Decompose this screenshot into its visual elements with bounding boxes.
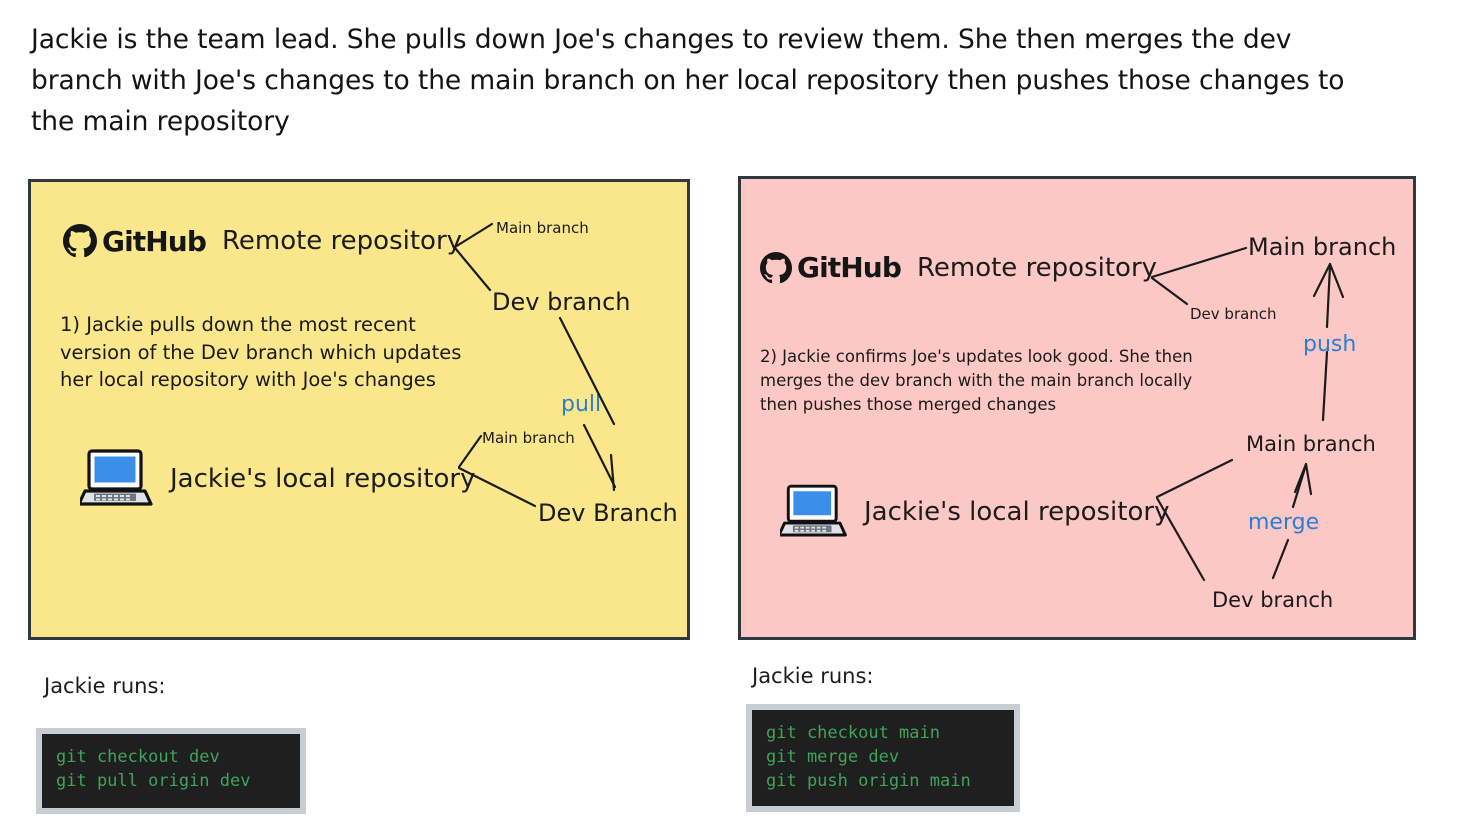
local-repository-header-merge: Jackie's local repository [780,483,1169,541]
github-octocat-icon [760,251,792,283]
branch-label-local-dev-merge: Dev branch [1212,588,1334,612]
laptop-icon [780,484,847,537]
remote-repository-header-merge: GitHub Remote repository [760,251,1157,284]
terminal-pull[interactable]: git checkout dev git pull origin dev [36,728,306,814]
local-repository-header-pull: Jackie's local repository [80,448,475,510]
terminal-line: git checkout main [766,723,940,743]
description-pull: 1) Jackie pulls down the most recent ver… [60,313,462,391]
intro-paragraph: Jackie is the team lead. She pulls down … [31,24,1345,137]
description-merge: 2) Jackie confirms Joe's updates look go… [760,347,1193,414]
branch-label-remote-dev-pull: Dev branch [492,288,631,316]
runs-label-merge: Jackie runs: [752,664,874,688]
github-wordmark-merge: GitHub [797,251,902,284]
terminal-line: git pull origin dev [56,771,251,791]
remote-repository-label-merge: Remote repository [916,252,1158,283]
operation-label-push: push [1303,332,1357,357]
remote-repository-label-pull: Remote repository [221,226,463,256]
terminal-inner-merge: git checkout main git merge dev git push… [752,710,1014,806]
branch-label-remote-main-merge: Main branch [1248,233,1397,261]
branch-label-remote-main-pull: Main branch [496,219,589,237]
branch-label-local-main-pull: Main branch [482,429,575,447]
github-wordmark-pull: GitHub [102,224,207,258]
github-octocat-icon [63,224,97,258]
operation-label-merge: merge [1248,510,1320,535]
terminal-merge[interactable]: git checkout main git merge dev git push… [746,704,1020,812]
local-repository-label-pull: Jackie's local repository [170,464,476,494]
operation-label-pull: pull [561,392,602,417]
terminal-line: git merge dev [766,747,900,767]
terminal-inner-pull: git checkout dev git pull origin dev [42,734,300,808]
branch-label-local-main-merge: Main branch [1246,432,1376,456]
laptop-icon [80,449,153,506]
branch-label-remote-dev-merge: Dev branch [1190,305,1277,323]
local-repository-label-merge: Jackie's local repository [864,497,1170,527]
runs-label-pull: Jackie runs: [44,674,166,698]
panel-merge-push-step [738,176,1416,640]
remote-repository-header-pull: GitHub Remote repository [63,224,462,258]
github-logo-merge: GitHub [760,251,902,284]
terminal-line: git checkout dev [56,747,220,767]
terminal-line: git push origin main [766,771,971,791]
github-logo-pull: GitHub [63,224,207,258]
branch-label-local-dev-pull: Dev Branch [538,499,678,527]
